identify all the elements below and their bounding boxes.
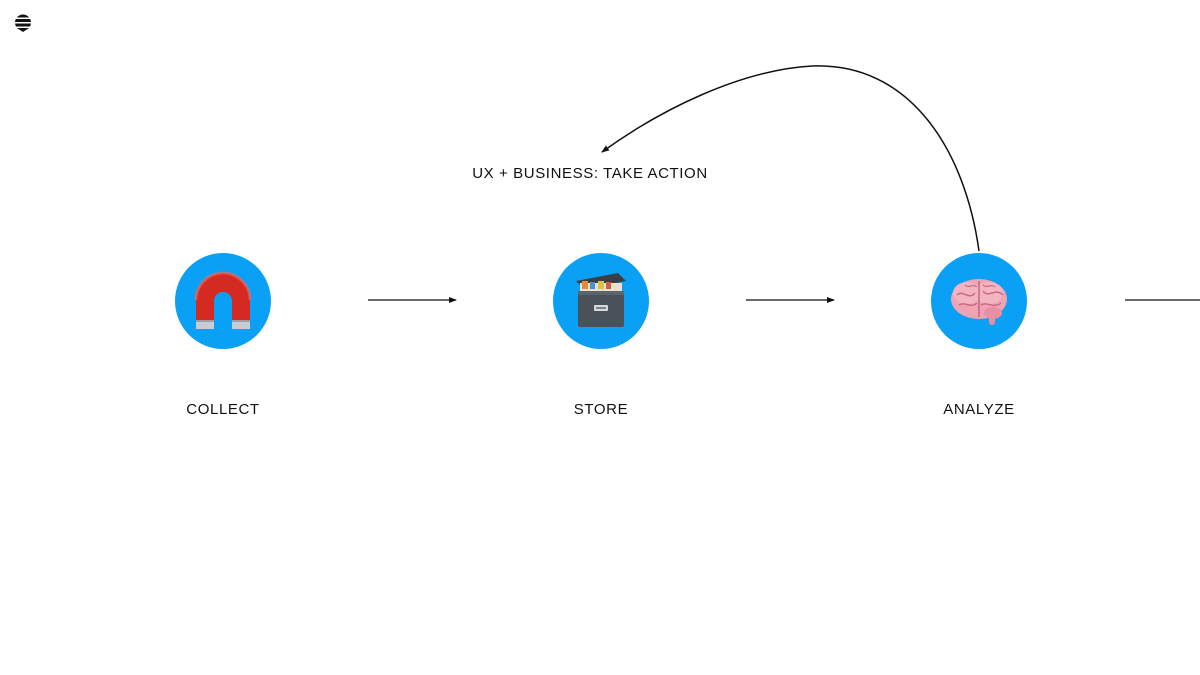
feedback-label: UX + BUSINESS: TAKE ACTION	[472, 165, 708, 182]
stage-label-store: STORE	[573, 401, 629, 418]
stage-label-analyze: ANALYZE	[943, 401, 1015, 418]
magnet-icon	[194, 271, 252, 329]
stage-node-store	[553, 253, 649, 349]
stage-node-collect	[175, 253, 271, 349]
brain-icon	[951, 279, 1007, 325]
stacked-lines-icon[interactable]	[14, 13, 32, 33]
feedback-curve-arrow	[601, 65, 980, 252]
stage-node-analyze	[931, 253, 1027, 349]
stage-label-collect: COLLECT	[186, 401, 260, 418]
file-cabinet-icon	[576, 273, 626, 327]
